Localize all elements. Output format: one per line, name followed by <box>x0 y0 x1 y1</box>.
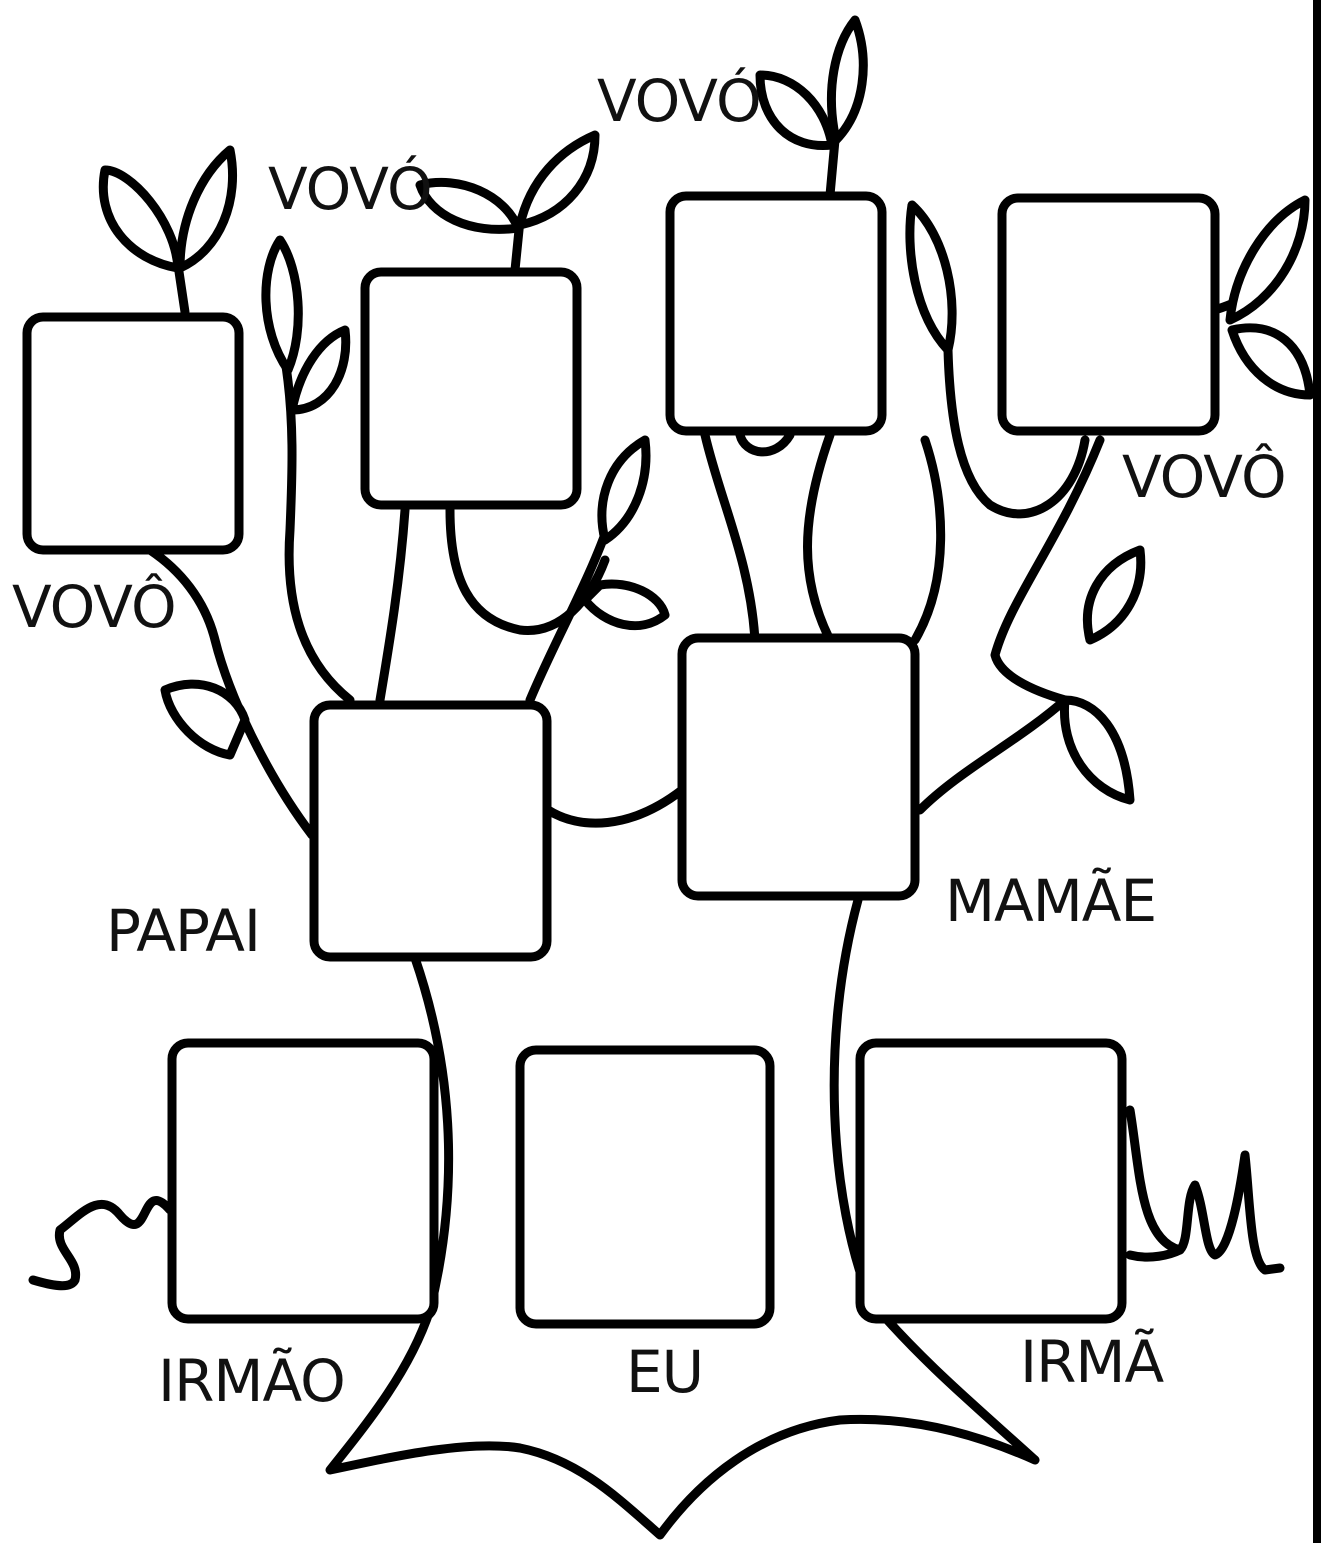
label-grandparent-left: VOVÓ <box>268 160 432 218</box>
leaf <box>180 150 233 268</box>
branch-mother-up-1 <box>705 435 755 640</box>
label-me: EU <box>626 1343 703 1401</box>
leaf <box>1087 550 1140 640</box>
photo-box-brother[interactable] <box>172 1043 434 1319</box>
leaf <box>1064 700 1130 800</box>
photo-box-grandparent-left[interactable] <box>365 272 577 505</box>
leaf <box>602 440 646 540</box>
squiggle-right <box>1130 1110 1280 1270</box>
leaf <box>760 75 832 146</box>
squiggle-right-stem <box>1130 1250 1180 1257</box>
leaf <box>831 20 863 140</box>
photo-box-grandparent-center[interactable] <box>670 196 882 431</box>
leaf <box>165 684 245 755</box>
label-grandparent-center: VOVÓ <box>597 72 761 130</box>
branch-curl-left <box>450 510 605 630</box>
leaf <box>910 205 952 350</box>
photo-box-me[interactable] <box>520 1050 770 1324</box>
photo-box-grandparent-right[interactable] <box>1002 198 1215 431</box>
branch-father-mother <box>548 790 682 823</box>
squiggle-left <box>33 1200 170 1285</box>
photo-box-mother[interactable] <box>682 638 915 896</box>
leaf <box>585 584 665 626</box>
leaf <box>266 240 298 370</box>
leaf <box>420 182 518 229</box>
branch-mother-up-2 <box>808 435 831 640</box>
label-sister: IRMÃ <box>1020 1333 1163 1391</box>
label-grandparent-far-left: VOVÔ <box>12 578 176 636</box>
leaf <box>1232 328 1310 395</box>
branch-father-up-1 <box>380 510 405 700</box>
branch-mother-curl <box>740 435 790 452</box>
leaf <box>1230 200 1305 320</box>
leaf <box>520 135 595 225</box>
branch-mother-right-1 <box>915 440 941 640</box>
leaf <box>103 170 178 268</box>
label-mother: MAMÃE <box>945 872 1156 930</box>
frame-border <box>1313 0 1321 1543</box>
photo-box-grandparent-far-left[interactable] <box>27 317 239 550</box>
photo-box-sister[interactable] <box>860 1043 1122 1319</box>
photo-box-father[interactable] <box>314 705 547 957</box>
label-father: PAPAI <box>106 902 260 960</box>
label-brother: IRMÃO <box>158 1352 345 1410</box>
label-grandparent-right: VOVÔ <box>1122 448 1286 506</box>
